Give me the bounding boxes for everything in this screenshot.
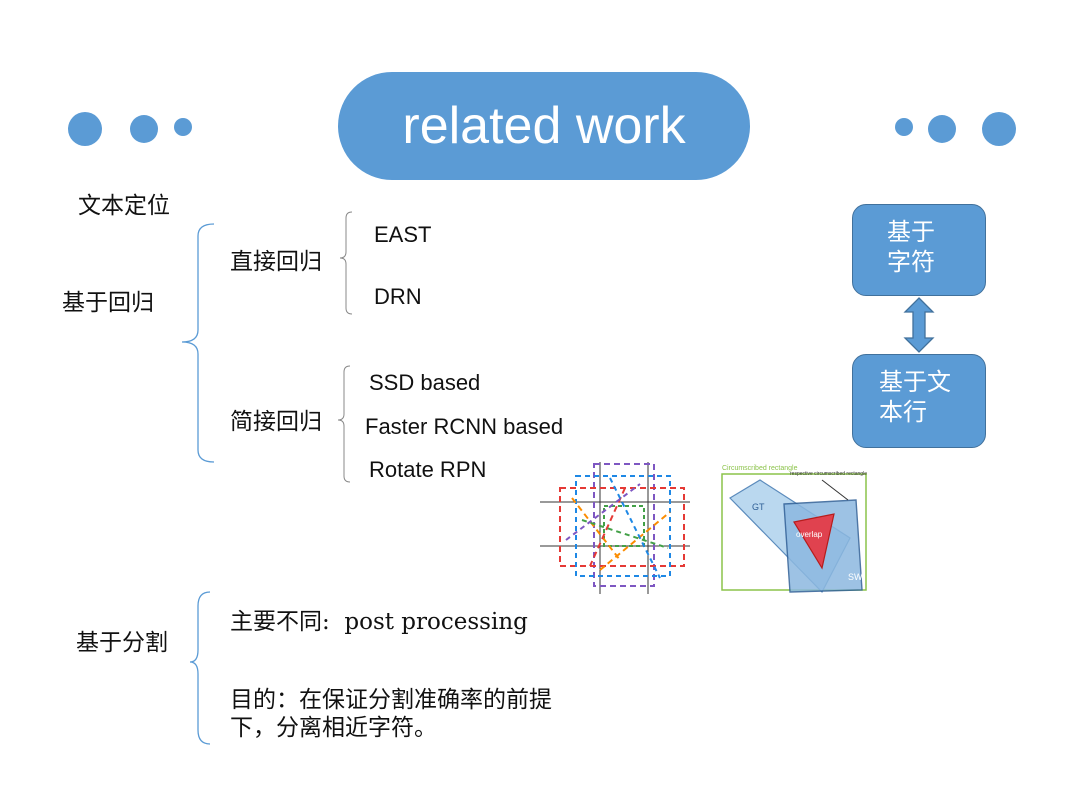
segmentation-bracket	[189, 591, 211, 745]
line-based-box: 基于文 本行	[852, 354, 986, 448]
indirect-item-rotate-rpn: Rotate RPN	[369, 457, 487, 482]
decor-dot-right-small	[895, 118, 913, 136]
regression-bracket	[181, 223, 215, 463]
direct-regression-label: 直接回归	[230, 249, 322, 275]
page-title: related work	[402, 97, 686, 155]
figure-inner-label: respective circumscribed rectangle	[790, 471, 867, 477]
direct-bracket	[339, 211, 353, 315]
char-box-line2: 字符	[887, 248, 935, 276]
title-pill: related work	[338, 72, 750, 180]
decor-dot-left-medium	[130, 115, 158, 143]
regression-label: 基于回归	[62, 290, 154, 316]
char-based-box: 基于 字符	[852, 204, 986, 296]
header-label: 文本定位	[78, 193, 170, 219]
figure-overlap-label: overlap	[796, 530, 823, 539]
char-box-line1: 基于	[887, 218, 935, 246]
double-arrow	[903, 297, 935, 353]
decor-dot-left-large	[68, 112, 102, 146]
indirect-item-ssd: SSD based	[369, 370, 481, 395]
decor-dot-left-small	[174, 118, 192, 136]
indirect-bracket	[337, 365, 351, 483]
line-box-line2: 本行	[879, 398, 927, 426]
decor-dot-right-medium	[928, 115, 956, 143]
segmentation-purpose-line1: 目的：在保证分割准确率的前提	[230, 687, 552, 713]
decor-dot-right-large	[982, 112, 1016, 146]
segmentation-purpose-line2: 下，分离相近字符。	[230, 715, 437, 741]
figure-sw-label: SW	[848, 572, 863, 582]
line-box-line1: 基于文	[879, 368, 951, 396]
segmentation-label: 基于分割	[76, 630, 168, 656]
figure-gt-label: GT	[752, 502, 765, 512]
direct-item-east: EAST	[374, 222, 432, 247]
anchor-grid-figure	[540, 462, 690, 594]
direct-item-drn: DRN	[374, 284, 422, 309]
segmentation-difference: 主要不同: post processing	[230, 609, 528, 635]
figure-outer-label: Circumscribed rectangle	[722, 465, 798, 472]
indirect-regression-label: 简接回归	[230, 409, 322, 435]
indirect-item-faster-rcnn: Faster RCNN based	[365, 414, 564, 439]
overlap-figure	[718, 464, 870, 594]
